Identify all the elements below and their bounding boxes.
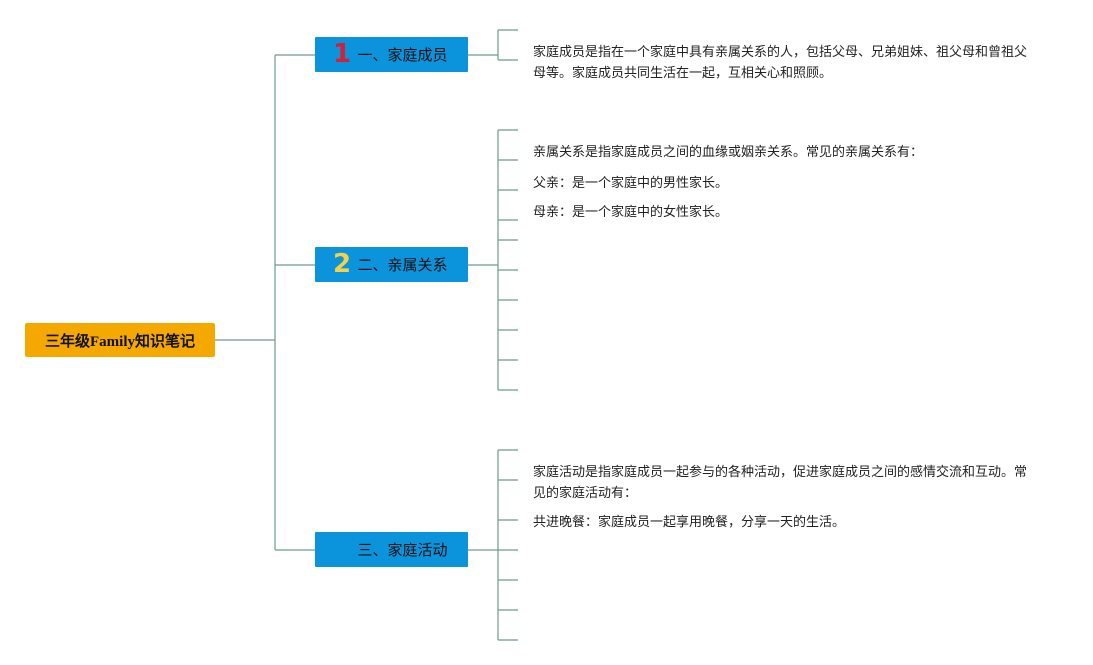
number-2-icon: 2 bbox=[333, 249, 352, 279]
branch-title: 一、家庭成员 bbox=[357, 47, 448, 64]
leaf-text: 母亲：是一个家庭中的女性家长。 bbox=[533, 204, 729, 219]
branch-node-family-activities[interactable]: 三、家庭活动 bbox=[315, 532, 468, 567]
leaf-text: 家庭活动是指家庭成员一起参与的各种活动，促进家庭成员之间的感情交流和互动。常见的… bbox=[533, 464, 1028, 500]
leaf-text: 父亲：是一个家庭中的男性家长。 bbox=[533, 175, 729, 190]
branch-node-relatives[interactable]: 2 二、亲属关系 bbox=[315, 247, 468, 282]
branch-node-family-members[interactable]: 1 一、家庭成员 bbox=[315, 37, 468, 72]
root-title: 三年级Family知识笔记 bbox=[45, 333, 195, 350]
number-1-icon: 1 bbox=[333, 39, 352, 69]
leaf-text: 共进晚餐：家庭成员一起享用晚餐，分享一天的生活。 bbox=[533, 514, 846, 529]
leaf-text: 家庭成员是指在一个家庭中具有亲属关系的人，包括父母、兄弟姐妹、祖父母和曾祖父母等… bbox=[533, 44, 1028, 80]
leaf-text: 亲属关系是指家庭成员之间的血缘或姻亲关系。常见的亲属关系有： bbox=[533, 144, 924, 159]
branch-title: 三、家庭活动 bbox=[357, 542, 448, 559]
branch-title: 二、亲属关系 bbox=[357, 257, 448, 274]
root-node[interactable]: 三年级Family知识笔记 bbox=[25, 323, 215, 357]
